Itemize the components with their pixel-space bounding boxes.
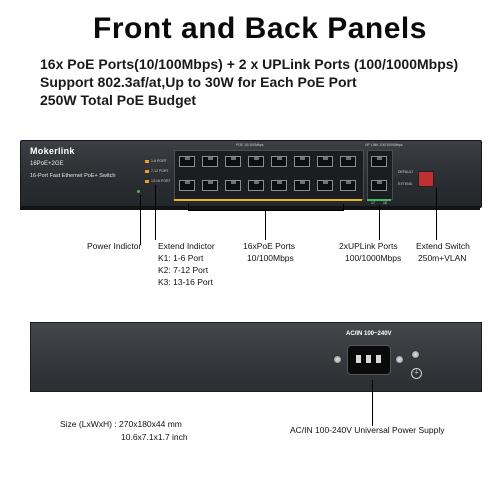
led-k2 xyxy=(145,170,149,173)
socket-pin-center xyxy=(366,355,371,363)
size-inch-label: 10.6x7.1x1.7 inch xyxy=(121,432,188,442)
socket-pin-left xyxy=(356,355,361,363)
extend-indicator-callout: Extend Indictor xyxy=(158,241,215,251)
switch-label-default: DEFAULT xyxy=(398,170,414,174)
poe-port-1 xyxy=(179,156,195,167)
poe-port-16 xyxy=(340,180,356,191)
power-led xyxy=(137,190,140,193)
uplink-status-strip xyxy=(367,199,391,201)
led-k2-label: 7-12 PORT xyxy=(151,169,169,173)
poe-bank-label: POE 10/100Mbps xyxy=(236,143,264,147)
ac-power-callout: AC/IN 100-240V Universal Power Supply xyxy=(290,425,445,435)
poe-port-8 xyxy=(340,156,356,167)
poe-port-14 xyxy=(294,180,310,191)
poe-port-7 xyxy=(317,156,333,167)
socket-screw-right xyxy=(395,355,404,364)
uplink-ports-callout: 2xUPLink Ports xyxy=(339,241,398,251)
uplink-bank-label: UP LINK 100/1000Mbps xyxy=(365,143,403,147)
model-label: 16PoE+2GE xyxy=(30,161,64,167)
poe-ports-callout: 16xPoE Ports xyxy=(243,241,295,251)
spec-line-budget: 250W Total PoE Budget xyxy=(40,92,197,108)
poe-port-13 xyxy=(271,180,287,191)
poe-port-2 xyxy=(202,156,218,167)
ac-power-socket xyxy=(347,345,391,375)
socket-screw-left xyxy=(333,355,342,364)
uplink-port-17 xyxy=(371,156,387,167)
poe-port-3 xyxy=(225,156,241,167)
poe-port-15 xyxy=(317,180,333,191)
brand-logo: Mokerlink xyxy=(30,146,75,156)
poe-callout-line xyxy=(265,210,266,240)
poe-port-4 xyxy=(248,156,264,167)
uplink-callout-line xyxy=(379,205,380,240)
extend-switch-callout-line xyxy=(436,188,437,240)
extend-indicator-callout-line xyxy=(155,185,156,240)
poe-callout-bracket-left xyxy=(188,204,189,211)
switch-description: 16-Port Fast Ethernet PoE+ Switch xyxy=(30,173,116,179)
poe-port-10 xyxy=(202,180,218,191)
poe-port-6 xyxy=(294,156,310,167)
poe-port-11 xyxy=(225,180,241,191)
poe-ports-speed: 10/100Mbps xyxy=(247,253,294,263)
uplink-number-17: 17 xyxy=(371,201,375,205)
extend-indicator-k3: K3: 13-16 Port xyxy=(158,277,213,287)
led-k1-label: 1-6 PORT xyxy=(151,159,167,163)
ground-screw xyxy=(411,350,420,359)
uplink-port-bank xyxy=(367,150,393,200)
back-panel xyxy=(30,322,482,392)
poe-callout-bracket-right xyxy=(343,204,344,211)
ground-icon: ⏚ xyxy=(411,368,422,379)
led-k1 xyxy=(145,160,149,163)
ac-input-label: AC/IN 100~240V xyxy=(346,331,392,337)
uplink-port-18 xyxy=(371,180,387,191)
led-k3-label: 13-16 PORT xyxy=(151,179,171,183)
extend-switch xyxy=(418,171,434,187)
socket-pin-right xyxy=(376,355,381,363)
spec-line-poe: Support 802.3af/at,Up to 30W for Each Po… xyxy=(40,74,357,90)
poe-status-strip xyxy=(174,199,362,201)
front-panel-base xyxy=(20,206,480,210)
switch-label-extend: EXTEND xyxy=(398,182,413,186)
spec-line-ports: 16x PoE Ports(10/100Mbps) + 2 x UPLink P… xyxy=(40,56,459,72)
poe-port-9 xyxy=(179,180,195,191)
extend-indicator-k2: K2: 7-12 Port xyxy=(158,265,209,275)
extend-switch-mode: 250m+VLAN xyxy=(418,253,467,263)
poe-port-5 xyxy=(271,156,287,167)
poe-port-bank xyxy=(174,150,364,200)
power-callout-line xyxy=(140,195,141,245)
uplink-ports-speed: 100/1000Mbps xyxy=(345,253,402,263)
power-indicator-callout: Power Indictor xyxy=(87,241,142,251)
ac-callout-line xyxy=(372,380,373,426)
page-title: Front and Back Panels xyxy=(93,12,427,45)
poe-port-12 xyxy=(248,180,264,191)
extend-indicator-k1: K1: 1-6 Port xyxy=(158,253,204,263)
led-k3 xyxy=(145,180,149,183)
extend-switch-callout: Extend Switch xyxy=(416,241,470,251)
uplink-number-18: 18 xyxy=(383,201,387,205)
size-label: Size (LxWxH) : 270x180x44 mm xyxy=(60,419,182,429)
